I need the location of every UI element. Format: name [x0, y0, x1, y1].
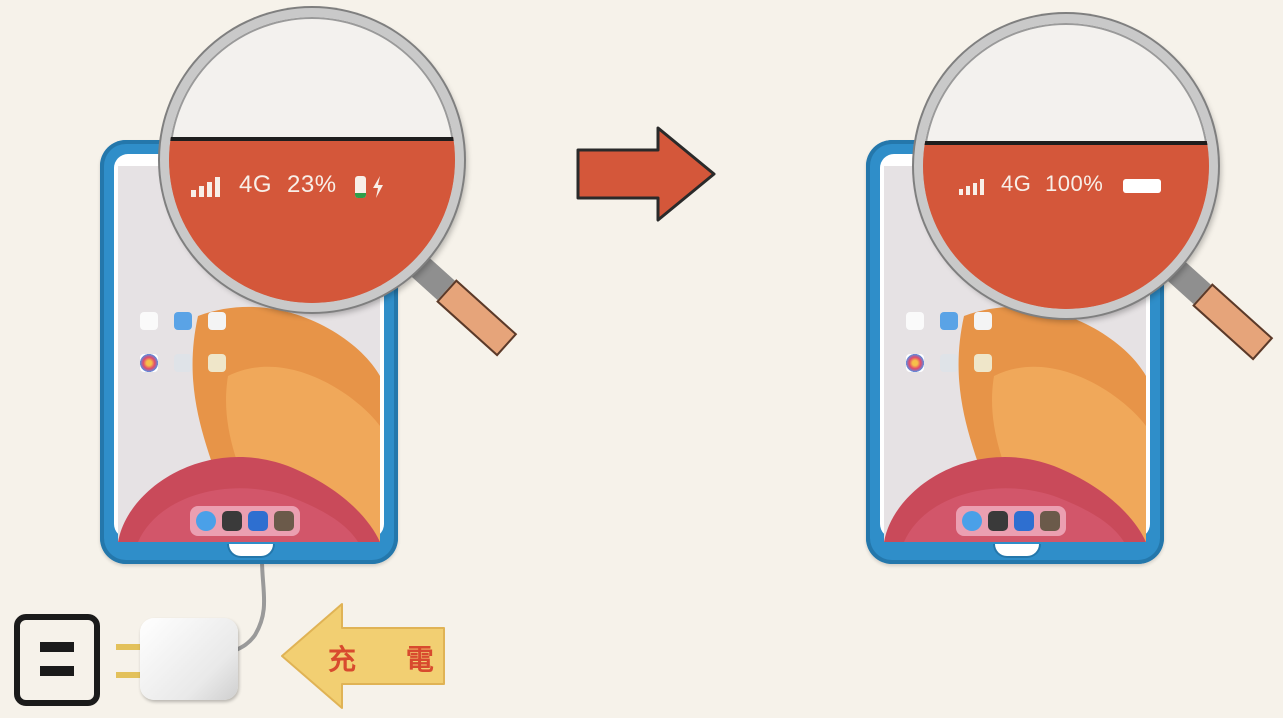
safari-icon[interactable]: [196, 511, 216, 531]
zoomed-status-bar: 4G 100%: [923, 141, 1209, 309]
app-icon[interactable]: [974, 354, 992, 372]
camera-icon[interactable]: [222, 511, 242, 531]
zoomed-status-bar: 4G 23%: [169, 137, 455, 303]
home-button[interactable]: [993, 544, 1041, 558]
magnifier-lens-after: 4G 100%: [914, 14, 1218, 318]
notes-icon[interactable]: [1040, 511, 1060, 531]
tablet-after: [866, 140, 1164, 564]
dock: [190, 506, 300, 536]
battery-percentage: 23%: [287, 171, 337, 198]
battery-icon: [1123, 179, 1161, 193]
photos-icon[interactable]: [140, 354, 158, 372]
dock: [956, 506, 1066, 536]
wallpaper: [118, 306, 380, 542]
left-arrow-icon: [278, 598, 450, 714]
app-store-icon[interactable]: [248, 511, 268, 531]
app-icon[interactable]: [174, 354, 192, 372]
network-type: 4G: [1001, 171, 1032, 196]
battery-percentage: 100%: [1045, 171, 1104, 196]
charge-label: 充 電: [328, 643, 454, 676]
plug-prong: [116, 644, 142, 650]
power-adapter-icon: [140, 618, 238, 700]
app-store-icon[interactable]: [1014, 511, 1034, 531]
signal-bars-icon: [191, 177, 221, 197]
battery-fill: [355, 192, 366, 198]
notes-icon[interactable]: [274, 511, 294, 531]
app-icon[interactable]: [174, 312, 192, 330]
power-outlet-icon: [14, 614, 100, 706]
plug-prong: [116, 672, 142, 678]
camera-icon[interactable]: [988, 511, 1008, 531]
network-type: 4G: [239, 171, 273, 198]
battery-icon: [355, 176, 366, 198]
app-icon[interactable]: [940, 312, 958, 330]
signal-bars-icon: [959, 179, 985, 195]
photos-icon[interactable]: [906, 354, 924, 372]
app-icon[interactable]: [208, 354, 226, 372]
app-icon[interactable]: [140, 312, 158, 330]
app-icon[interactable]: [906, 312, 924, 330]
tablet-screen: [118, 166, 380, 542]
lightning-bolt-icon: [373, 176, 383, 198]
battery-fill: [1123, 179, 1161, 193]
app-icon[interactable]: [974, 312, 992, 330]
magnifier-lens-before: 4G 23%: [160, 8, 464, 312]
home-button[interactable]: [227, 544, 275, 558]
app-icon[interactable]: [940, 354, 958, 372]
app-icon[interactable]: [208, 312, 226, 330]
right-arrow-icon: [574, 124, 720, 224]
safari-icon[interactable]: [962, 511, 982, 531]
